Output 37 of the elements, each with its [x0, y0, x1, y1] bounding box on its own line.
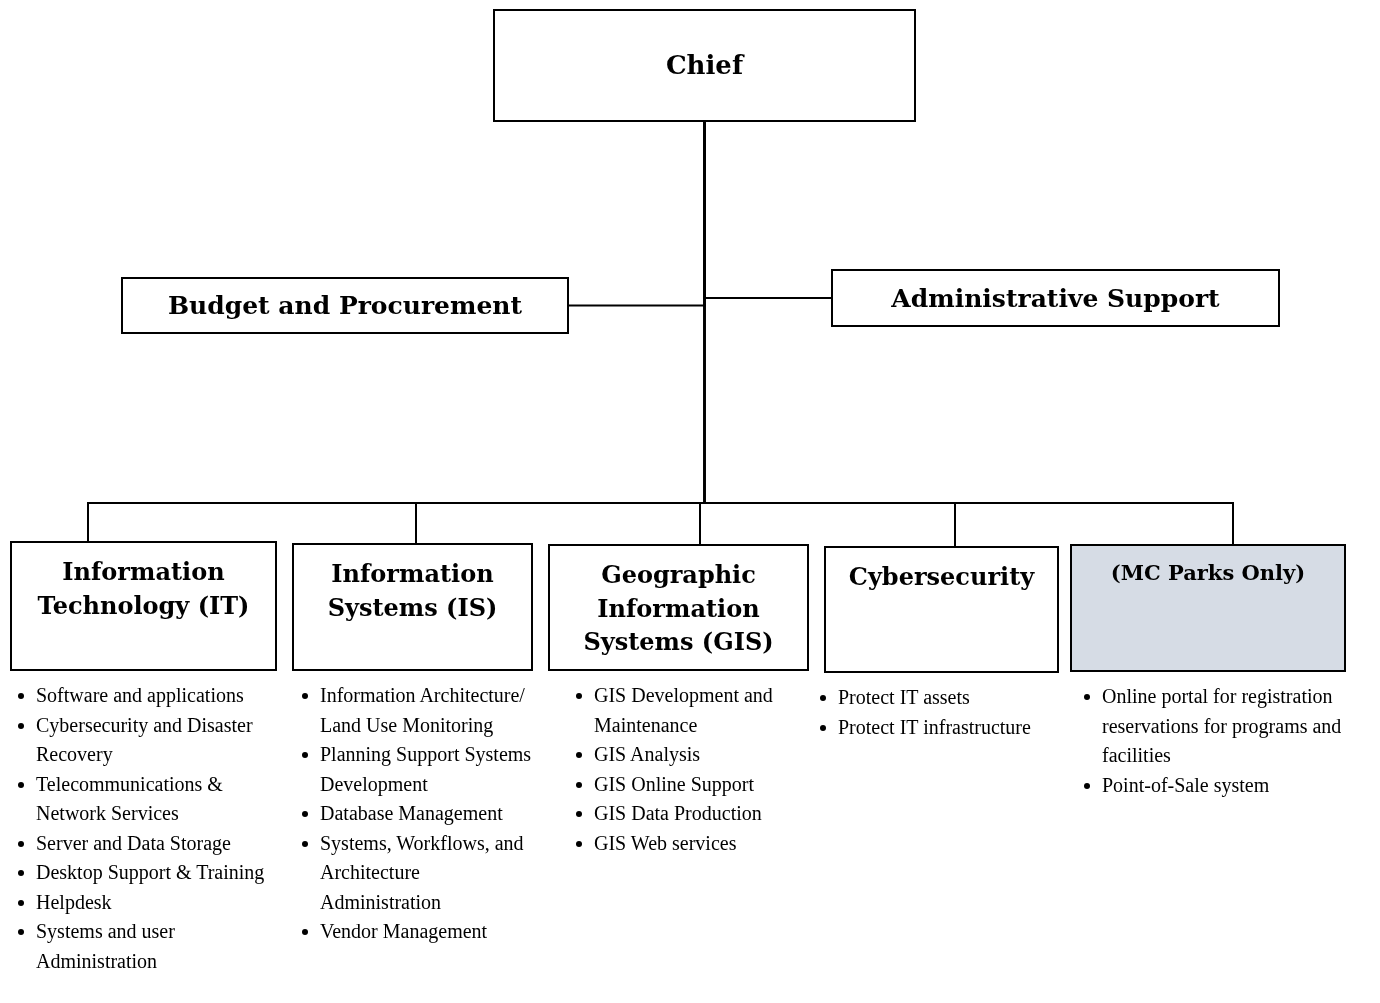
unit-title: (MC Parks Only): [1110, 559, 1306, 587]
unit-title: Information Systems (IS): [326, 558, 499, 624]
bullet-item: Point-of-Sale system: [1102, 772, 1270, 799]
bullet-item: GIS Analysis: [594, 742, 701, 768]
bullet-item: Database Management: [320, 801, 503, 827]
unit-title: Administrative Support: [891, 282, 1220, 315]
bullet-item: Online portal for registration reservations for programs and facilities: [1102, 684, 1343, 768]
bullet-item: Protect IT infrastructure: [838, 714, 1031, 740]
unit-title: Budget and Procurement: [167, 290, 523, 322]
bullet-item: GIS Online Support: [594, 771, 754, 798]
bullet-item: Systems, Workflows, and Architecture Administration: [320, 830, 525, 915]
bullet-item: Telecommunications & Network Services: [36, 771, 224, 826]
bullet-item: Desktop Support & Training: [36, 860, 265, 886]
bullet-item: Cybersecurity and Disaster Recovery: [36, 712, 254, 768]
bullet-item: Server and Data Storage: [36, 830, 231, 857]
bullet-item: Information Architecture/ Land Use Monitoring: [320, 683, 526, 739]
org-box: [1070, 544, 1346, 672]
bullet-item: GIS Development and Maintenance: [594, 683, 774, 738]
unit-title: Information Technology (IT): [36, 556, 251, 622]
org-box: [824, 546, 1059, 673]
bullet-item: Systems and user Administration: [36, 919, 176, 974]
bullet-item: GIS Web services: [594, 830, 737, 856]
bullet-item: Vendor Management: [320, 919, 488, 945]
bullet-item: GIS Data Production: [594, 801, 762, 826]
org-box: [493, 9, 916, 122]
bullet-item: Software and applications: [36, 683, 244, 709]
unit-title: Cybersecurity: [848, 561, 1035, 593]
unit-title: Geographic Information Systems (GIS): [582, 559, 775, 659]
org-box: [548, 544, 809, 671]
org-box: [831, 269, 1280, 327]
unit-title: Chief: [665, 49, 744, 83]
org-box: [121, 277, 569, 334]
org-box: [10, 541, 277, 671]
bullet-item: Protect IT assets: [838, 685, 970, 710]
org-box: [292, 543, 533, 671]
bullet-item: Planning Support Systems Development: [320, 742, 533, 798]
bullet-item: Helpdesk: [36, 889, 112, 916]
